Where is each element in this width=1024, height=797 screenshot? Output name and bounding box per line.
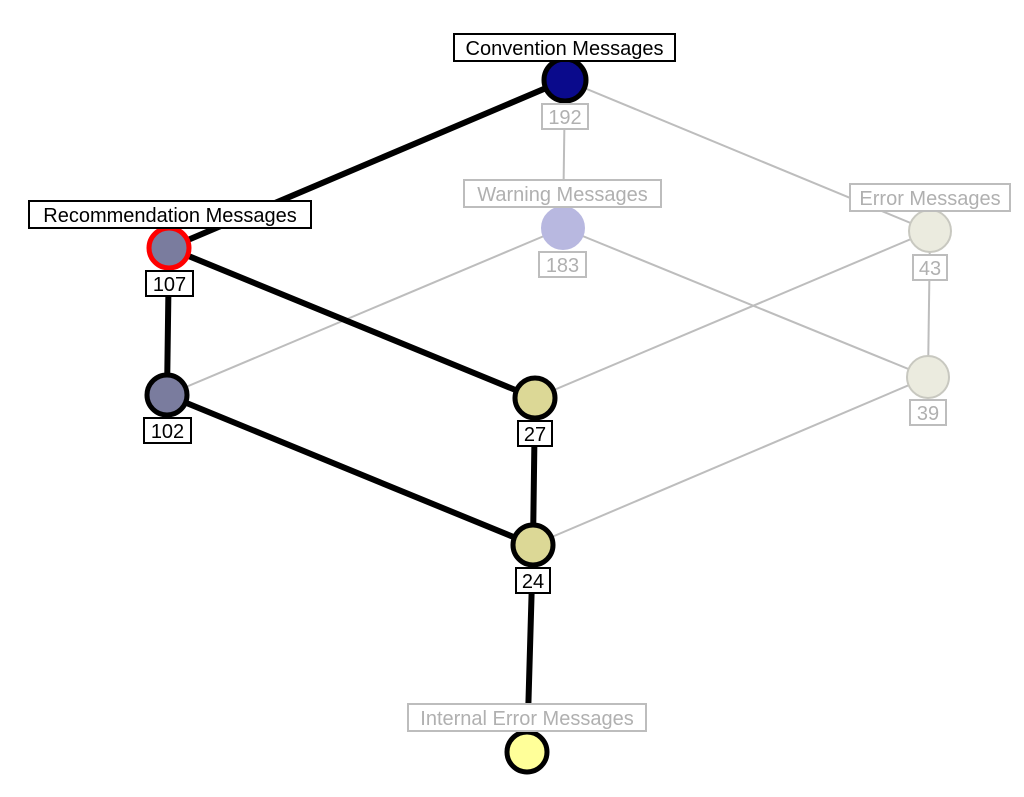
edge-102-24 — [164, 392, 536, 548]
count-183: 183 — [538, 251, 587, 278]
node-error[interactable] — [908, 209, 952, 253]
node-recommendation[interactable] — [146, 225, 192, 271]
label-recommendation: Recommendation Messages — [28, 200, 312, 229]
edge-recommendation-27 — [166, 245, 538, 401]
label-recommendation-text: Recommendation Messages — [43, 205, 296, 227]
count-24: 24 — [515, 567, 551, 594]
node-internal-error[interactable] — [504, 729, 550, 775]
node-39[interactable] — [906, 355, 950, 399]
label-warning-text: Warning Messages — [477, 184, 647, 206]
edge-warning-39 — [562, 227, 929, 378]
count-27-text: 27 — [524, 424, 546, 446]
count-192: 192 — [541, 103, 589, 130]
node-27[interactable] — [512, 375, 558, 421]
node-24[interactable] — [510, 522, 556, 568]
node-102[interactable] — [144, 372, 190, 418]
label-internal-error-text: Internal Error Messages — [420, 708, 633, 730]
label-convention: Convention Messages — [453, 33, 676, 62]
label-error: Error Messages — [849, 183, 1011, 212]
count-43: 43 — [912, 254, 948, 281]
label-warning: Warning Messages — [463, 179, 662, 208]
count-39-text: 39 — [917, 403, 939, 425]
label-internal-error: Internal Error Messages — [407, 703, 647, 732]
count-107-text: 107 — [153, 274, 186, 296]
count-192-text: 192 — [548, 107, 581, 129]
node-warning[interactable] — [541, 206, 585, 250]
count-102-text: 102 — [151, 421, 184, 443]
edge-39-24 — [532, 376, 929, 546]
count-183-text: 183 — [546, 255, 579, 277]
edge-warning-102 — [166, 227, 564, 396]
count-39: 39 — [909, 399, 947, 426]
label-convention-text: Convention Messages — [466, 38, 664, 60]
concept-labels: Convention Messages Warning Messages Err… — [28, 33, 1011, 732]
count-43-text: 43 — [919, 258, 941, 280]
count-24-text: 24 — [522, 571, 544, 593]
node-convention[interactable] — [541, 56, 589, 104]
count-labels: 192 183 43 107 102 27 39 24 — [143, 103, 948, 594]
nodes — [144, 56, 952, 775]
count-107: 107 — [145, 270, 194, 297]
edge-error-27 — [534, 230, 931, 399]
label-error-text: Error Messages — [859, 188, 1000, 210]
count-102: 102 — [143, 417, 192, 444]
dim-edges — [166, 79, 931, 546]
count-27: 27 — [517, 420, 553, 447]
